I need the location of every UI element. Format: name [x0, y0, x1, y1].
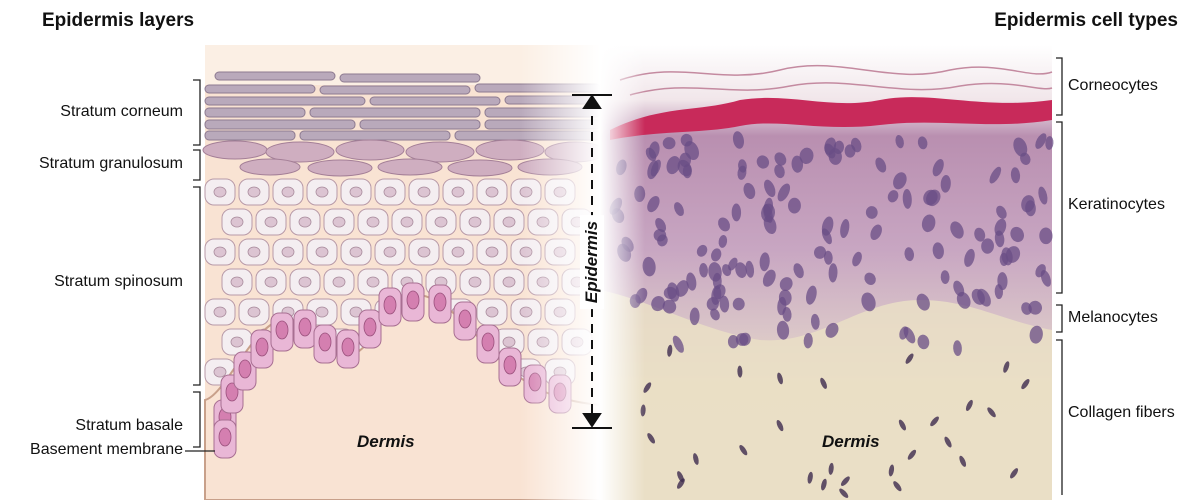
- spinosum-cell: [477, 299, 507, 325]
- label-stratum-spinosum: Stratum spinosum: [54, 273, 183, 291]
- label-corneocytes: Corneocytes: [1068, 77, 1158, 95]
- basal-cell: [337, 330, 359, 368]
- epidermis-label: Epidermis: [580, 215, 604, 309]
- right-heading: Epidermis cell types: [994, 10, 1178, 32]
- spinosum-cell: [494, 269, 524, 295]
- left-heading: Epidermis layers: [42, 10, 194, 32]
- label-stratum-granulosum: Stratum granulosum: [39, 155, 183, 173]
- spinosum-cell: [409, 239, 439, 265]
- label-stratum-basale: Stratum basale: [75, 417, 183, 435]
- spinosum-cell: [392, 209, 422, 235]
- spinosum-cell: [307, 239, 337, 265]
- spinosum-cell: [205, 299, 235, 325]
- label-melanocytes: Melanocytes: [1068, 309, 1158, 327]
- dermis-label-histology: Dermis: [822, 432, 880, 452]
- spinosum-cell: [477, 239, 507, 265]
- spinosum-cell: [256, 209, 286, 235]
- spinosum-cell: [460, 269, 490, 295]
- spinosum-cell: [443, 239, 473, 265]
- spinosum-cell: [205, 179, 235, 205]
- spinosum-cell: [324, 269, 354, 295]
- basal-cell: [314, 325, 336, 363]
- spinosum-cell: [307, 179, 337, 205]
- spinosum-cell: [273, 179, 303, 205]
- spinosum-cell: [222, 209, 252, 235]
- spinosum-cell: [239, 239, 269, 265]
- basal-cell: [454, 302, 476, 340]
- spinosum-cell: [443, 179, 473, 205]
- label-basement-membrane: Basement membrane: [30, 441, 183, 459]
- spinosum-cell: [460, 209, 490, 235]
- cell-type-brackets: [1056, 58, 1062, 495]
- basal-cell: [499, 348, 521, 386]
- spinosum-cell: [341, 239, 371, 265]
- spinosum-cell: [256, 269, 286, 295]
- spinosum-cell: [239, 179, 269, 205]
- basal-cell: [402, 283, 424, 321]
- spinosum-cell: [358, 209, 388, 235]
- spinosum-cell: [290, 209, 320, 235]
- spinosum-cell: [426, 209, 456, 235]
- spinosum-cell: [375, 239, 405, 265]
- basal-cell: [477, 325, 499, 363]
- nucleus: [733, 298, 745, 311]
- basal-cell: [271, 313, 293, 351]
- spinosum-cell: [273, 239, 303, 265]
- dermis-label-illustration: Dermis: [357, 432, 415, 452]
- label-stratum-corneum: Stratum corneum: [60, 103, 183, 121]
- spinosum-cell: [222, 269, 252, 295]
- basal-cell: [359, 310, 381, 348]
- spinosum-cell: [290, 269, 320, 295]
- basal-cell: [379, 288, 401, 326]
- basal-cell: [214, 420, 236, 458]
- label-collagen-fibers: Collagen fibers: [1068, 404, 1175, 422]
- spinosum-cell: [205, 239, 235, 265]
- spinosum-cell: [341, 179, 371, 205]
- basal-cell: [251, 330, 273, 368]
- spinosum-cell: [477, 179, 507, 205]
- spinosum-cell: [375, 179, 405, 205]
- spinosum-cell: [494, 209, 524, 235]
- label-keratinocytes: Keratinocytes: [1068, 196, 1165, 214]
- basal-cell: [294, 310, 316, 348]
- spinosum-cell: [239, 299, 269, 325]
- spinosum-cell: [324, 209, 354, 235]
- basal-cell: [429, 285, 451, 323]
- spinosum-cell: [409, 179, 439, 205]
